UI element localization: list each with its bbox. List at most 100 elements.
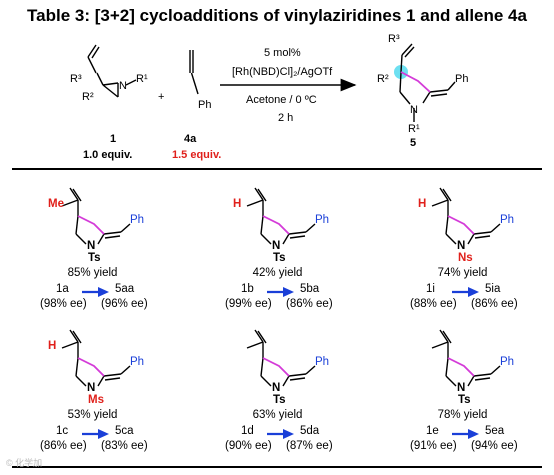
new-bond-highlight [77, 357, 105, 377]
product-label: 5 [410, 137, 416, 149]
product-label: 5ca [115, 425, 134, 437]
substituent-bond [246, 341, 264, 349]
bond [439, 187, 449, 201]
product-label: 5da [300, 425, 320, 437]
product-structure [399, 43, 456, 122]
arrow-head [98, 429, 109, 439]
bond [445, 357, 449, 377]
bond [72, 188, 82, 202]
compound1-equiv: 1.0 equiv. [83, 149, 132, 161]
bond [305, 365, 316, 375]
bond [260, 215, 264, 235]
ph-label: Ph [130, 356, 145, 368]
bond [282, 375, 290, 387]
substituent-bond [246, 199, 264, 207]
protecting-group: Ts [273, 394, 286, 406]
substrate-ee: (90% ee) [225, 440, 272, 452]
product-ee: (83% ee) [101, 440, 148, 452]
product-label: 5aa [115, 283, 135, 295]
arrow-head [98, 287, 109, 297]
substituent-label: H [418, 198, 427, 210]
ring-n-label: N [272, 240, 281, 252]
reaction-time: 2 h [278, 112, 293, 124]
product-ee: (86% ee) [471, 298, 518, 310]
bond [289, 377, 306, 381]
divider-top [12, 168, 542, 170]
allene-structure [189, 50, 199, 95]
table-title: Table 3: [3+2] cycloadditions of vinylaz… [27, 6, 527, 25]
bond [467, 375, 475, 387]
bond [442, 330, 452, 344]
ph-label: Ph [315, 214, 330, 226]
substituent-label: Me [48, 198, 64, 210]
bond [288, 231, 307, 235]
ph-label: Ph [315, 356, 330, 368]
bond [473, 373, 492, 377]
bond [473, 231, 492, 235]
bond [97, 233, 105, 245]
bond [289, 235, 306, 239]
bond [75, 357, 79, 377]
ring-n-label: N [272, 382, 281, 394]
bond [260, 233, 272, 245]
substrate-label: 1e [426, 425, 439, 437]
bond [260, 357, 264, 377]
r2-label: R² [82, 91, 94, 103]
bond [75, 233, 87, 245]
product-ee: (87% ee) [286, 440, 333, 452]
substituent-label: H [233, 198, 242, 210]
product-ee: (86% ee) [286, 298, 333, 310]
compound4a-equiv: 1.5 equiv. [172, 149, 221, 161]
bond [445, 375, 457, 387]
product-label: 5ea [485, 425, 505, 437]
arrow-head [468, 287, 479, 297]
bond [104, 377, 121, 381]
bond [282, 233, 290, 245]
new-bond-highlight [447, 215, 475, 235]
new-bond-highlight [262, 215, 290, 235]
ring-n-label: N [457, 382, 466, 394]
bond [257, 330, 267, 344]
protecting-group: Ts [88, 252, 101, 264]
bond [490, 365, 501, 375]
bond [75, 375, 87, 387]
ph-label: Ph [500, 356, 515, 368]
ring-n-label: N [87, 240, 96, 252]
product-structure [431, 329, 501, 387]
bond [72, 330, 82, 344]
bond [442, 188, 452, 202]
yield-text: 74% yield [437, 267, 488, 279]
bond [120, 223, 131, 233]
compound1-label: 1 [110, 133, 116, 145]
substrate-label: 1a [56, 283, 69, 295]
product-structure [61, 187, 131, 245]
product-ph-label: Ph [455, 73, 468, 85]
product-label: 5ba [300, 283, 320, 295]
substrate-label: 1b [241, 283, 254, 295]
protecting-group: Ts [458, 394, 471, 406]
yield-text: 53% yield [67, 409, 118, 421]
vinylaziridine-structure [87, 44, 137, 98]
substrate-ee: (88% ee) [410, 298, 457, 310]
conversion-arrow [267, 287, 294, 297]
bond [260, 375, 272, 387]
bond [69, 329, 79, 343]
conversion-arrow [267, 429, 294, 439]
substrate-ee: (91% ee) [410, 440, 457, 452]
new-bond-highlight [262, 357, 290, 377]
allene-ph-label: Ph [198, 99, 211, 111]
substrate-label: 1c [56, 425, 69, 437]
bond [69, 187, 79, 201]
substituent-bond [431, 341, 449, 349]
bond [97, 375, 105, 387]
r1-label: R¹ [136, 73, 148, 85]
bond [104, 235, 121, 239]
product-r3-label: R³ [388, 33, 400, 45]
arrow-head [283, 429, 294, 439]
bond [467, 233, 475, 245]
